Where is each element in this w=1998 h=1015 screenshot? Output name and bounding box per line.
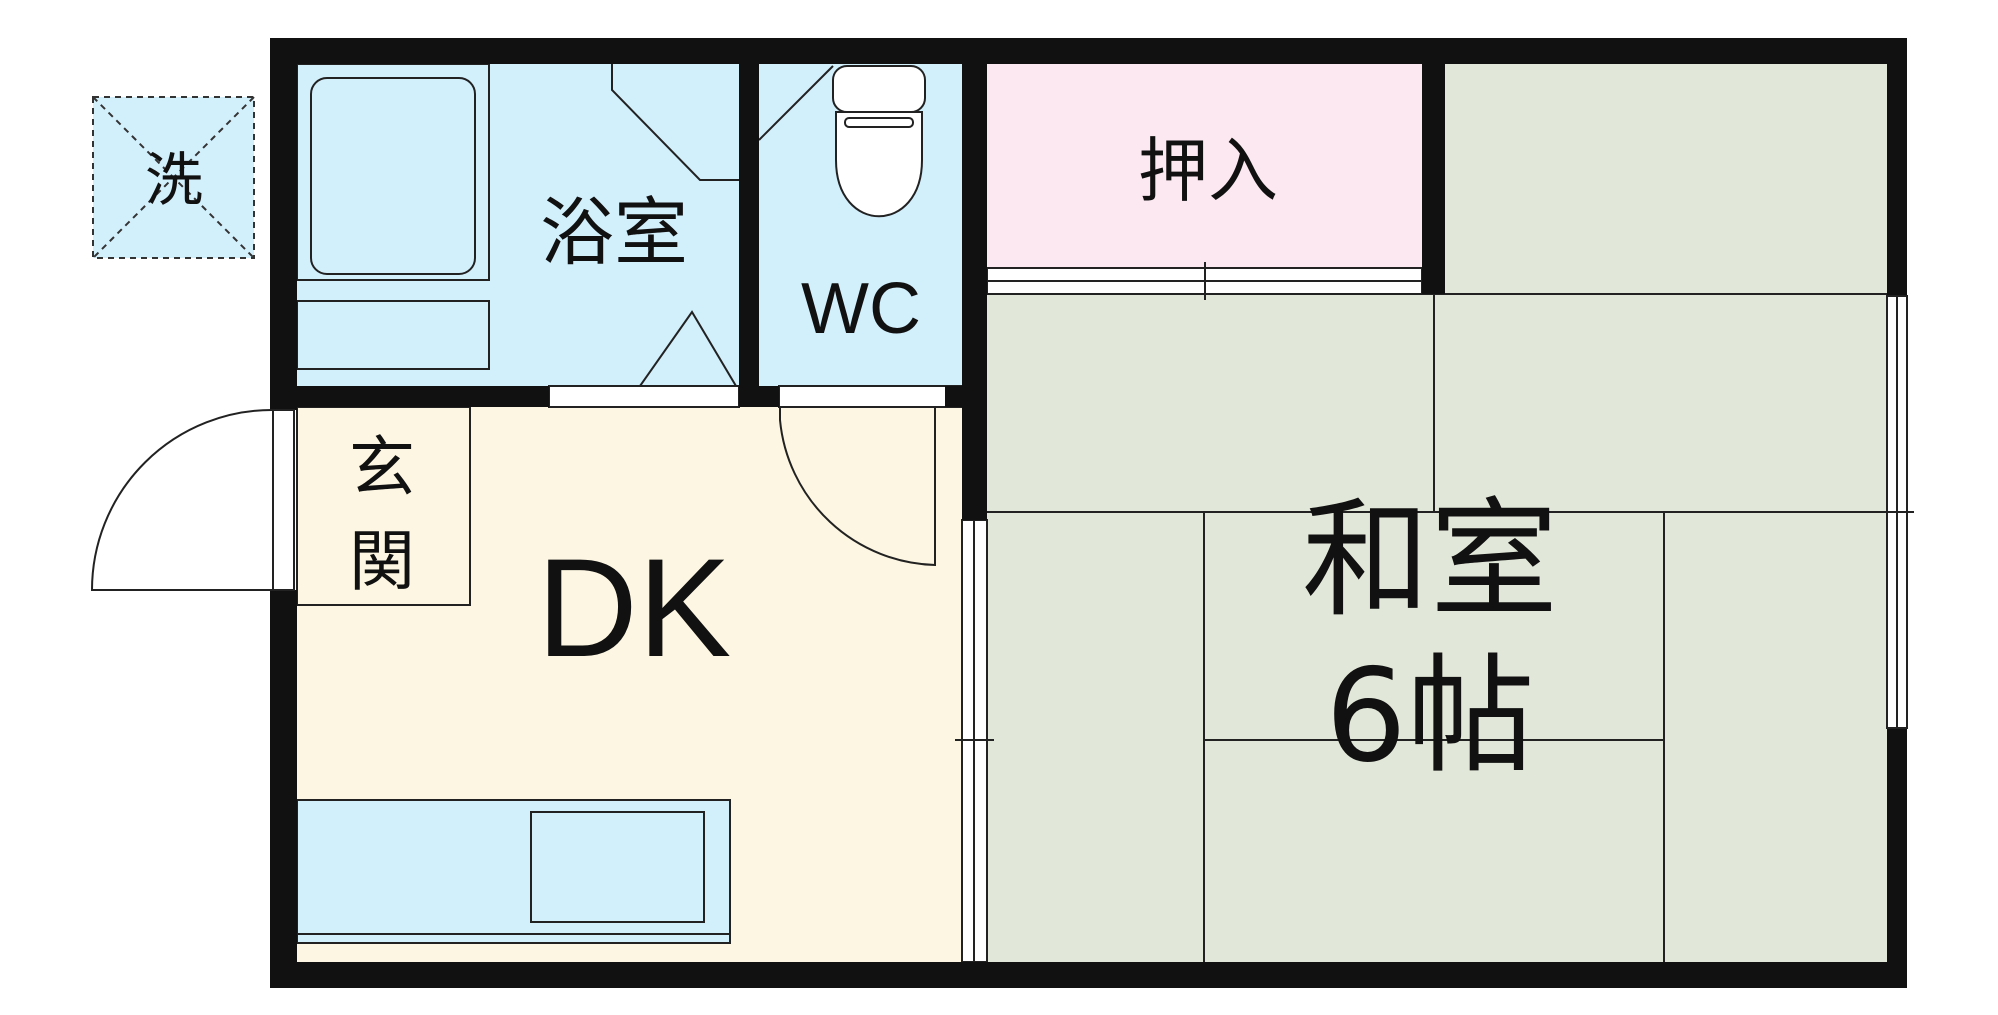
washitsu-label-line1: 和室 — [1302, 486, 1558, 635]
bath-label: 浴室 — [540, 190, 688, 276]
laundry-label: 洗 — [145, 146, 203, 214]
dk-label: DK — [537, 529, 731, 686]
washitsu-label-line2: 6帖 — [1325, 642, 1534, 791]
closet-fill — [987, 64, 1435, 294]
laundry-pan-icon — [92, 96, 255, 259]
washitsu-fill — [987, 294, 1887, 962]
entrance-label-line1: 玄 — [349, 429, 415, 506]
washitsu-fill-top — [1445, 64, 1887, 294]
bath-door-sill — [548, 385, 740, 408]
entrance-label-line2: 関 — [349, 523, 415, 600]
door-swing-icon — [779, 406, 936, 567]
bath-room-fill — [297, 64, 739, 386]
closet-sliding-door — [986, 262, 1423, 300]
wc-door-sill — [778, 385, 963, 408]
walls — [270, 38, 1907, 988]
toilet-icon — [832, 65, 926, 218]
entrance-door — [90, 408, 295, 591]
sink-icon — [296, 799, 731, 944]
bath-door — [611, 64, 739, 387]
washitsu-window — [1880, 295, 1914, 729]
closet-label: 押入 — [1138, 130, 1278, 212]
wc-label: WC — [801, 269, 921, 349]
wc-door — [758, 65, 834, 141]
